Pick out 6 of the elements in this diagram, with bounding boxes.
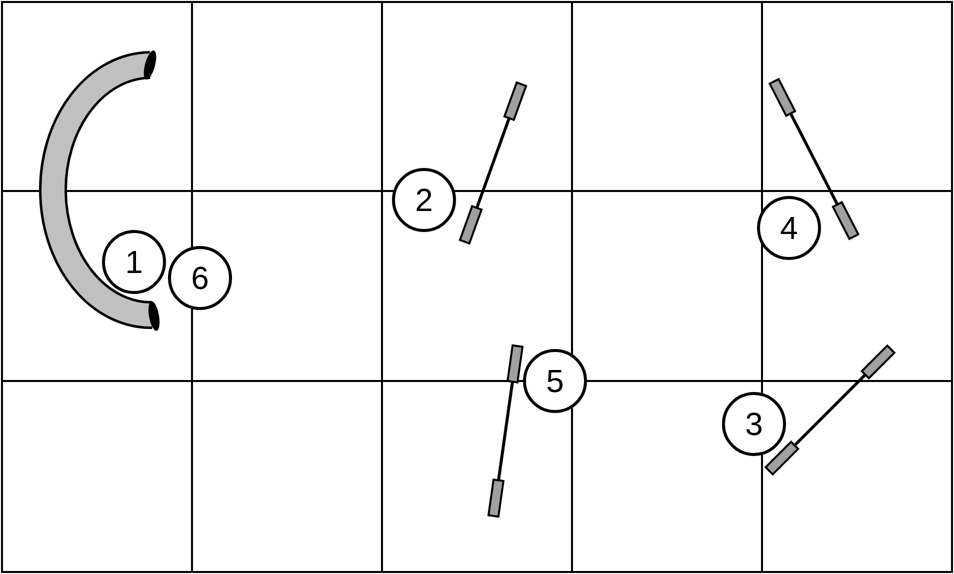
- number-circle: 6: [168, 246, 232, 310]
- number-circle: 4: [757, 196, 821, 260]
- number-circle: 1: [102, 230, 166, 294]
- number-circle: 2: [392, 168, 456, 232]
- number-circle: 5: [523, 349, 587, 413]
- number-circle: 3: [722, 392, 786, 456]
